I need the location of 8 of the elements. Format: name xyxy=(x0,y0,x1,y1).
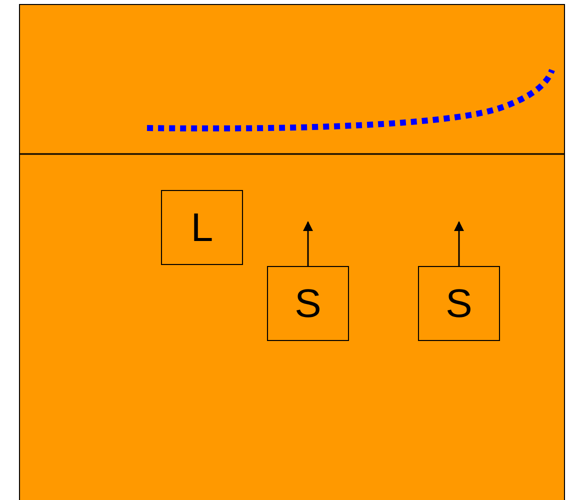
box-letter: L xyxy=(190,208,214,248)
labeled-box xyxy=(161,190,243,265)
labeled-box xyxy=(267,266,349,341)
box-letter: S xyxy=(294,284,322,324)
labeled-box xyxy=(418,266,500,341)
arrow xyxy=(454,221,464,266)
arrow xyxy=(303,221,313,266)
box-letter: S xyxy=(446,284,472,324)
